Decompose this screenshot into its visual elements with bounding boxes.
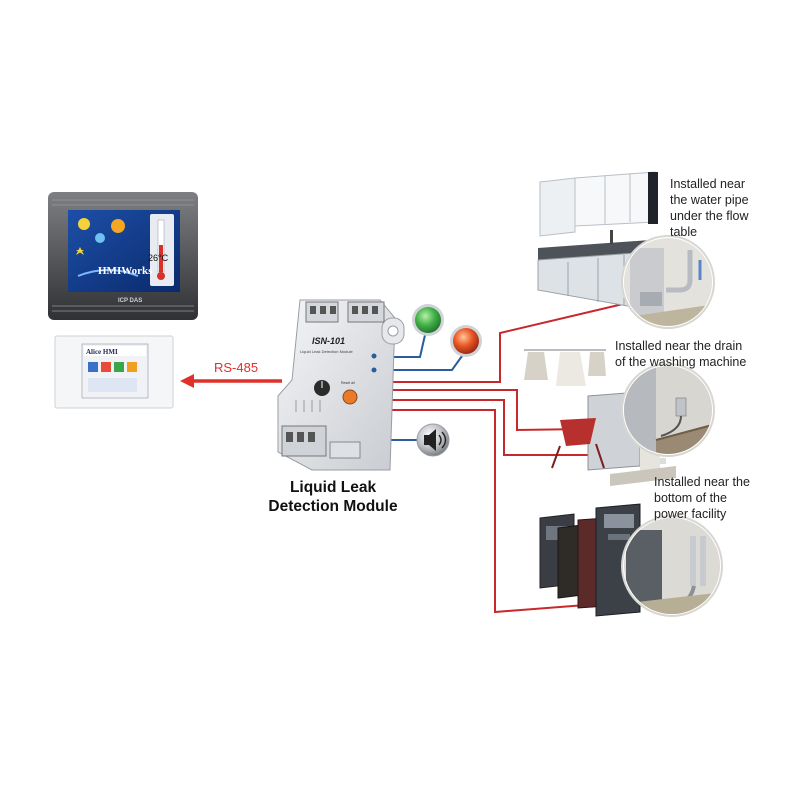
bottom-terminal-block (281, 425, 361, 459)
module-title-line2: Detection Module (268, 498, 398, 515)
wall-panel-brand: Alice HMI (86, 348, 118, 356)
green-led-icon (412, 304, 444, 336)
hmi-brand-text: HMIWorks (98, 265, 153, 277)
module-red-led-port (371, 367, 377, 373)
location-2-line2: of the washing machine (615, 355, 746, 369)
module-subtitle: Liquid Leak Detection Module (300, 349, 353, 354)
wire-to-location-3 (385, 399, 612, 456)
location-1-line2: the water pipe (670, 193, 749, 207)
power-facility-scene (539, 503, 641, 617)
wire-red-led (370, 355, 463, 371)
wire-to-location-4 (385, 409, 651, 614)
wire-to-location-1 (385, 299, 641, 383)
sensitivity-knob (314, 380, 330, 396)
module-model: ISN-101 (312, 336, 345, 346)
location-3-label: Installed near the bottom of the power f… (654, 475, 750, 521)
red-led-icon (450, 325, 482, 357)
reset-label: Reset all (341, 381, 355, 385)
location-3-line1: Installed near the (654, 475, 750, 489)
reset-button: Reset all (341, 381, 358, 405)
location-2-label: Installed near the drain of the washing … (615, 339, 746, 369)
kitchen-scene (537, 171, 658, 311)
location-1-closeup (621, 235, 715, 329)
location-2-closeup (621, 363, 715, 457)
hmi-temperature-reading: 26°C (148, 253, 169, 263)
rs485-label: RS-485 (214, 360, 258, 375)
top-terminal-blocks (305, 301, 385, 323)
speaker-icon (416, 423, 450, 457)
module-title-line1: Liquid Leak (290, 479, 377, 496)
wall-hmi-panel: Alice HMI (54, 335, 174, 409)
location-3-line3: power facility (654, 507, 727, 521)
location-1-line1: Installed near (670, 177, 745, 191)
location-1-label: Installed near the water pipe under the … (670, 177, 749, 239)
detection-module: ISN-101 Liquid Leak Detection Module Res… (277, 299, 405, 471)
module-green-led-port (371, 353, 377, 359)
location-3-line2: bottom of the (654, 491, 727, 505)
location-3-closeup (621, 515, 723, 617)
location-1-line3: under the flow (670, 209, 749, 223)
rs485-arrow-icon (180, 374, 282, 388)
hmi-touch-panel: HMIWorks 26°C ICP DAS (48, 192, 198, 320)
hmi-logo-text: ICP DAS (118, 298, 142, 304)
location-2-line1: Installed near the drain (615, 339, 742, 353)
location-1-line4: table (670, 225, 697, 239)
